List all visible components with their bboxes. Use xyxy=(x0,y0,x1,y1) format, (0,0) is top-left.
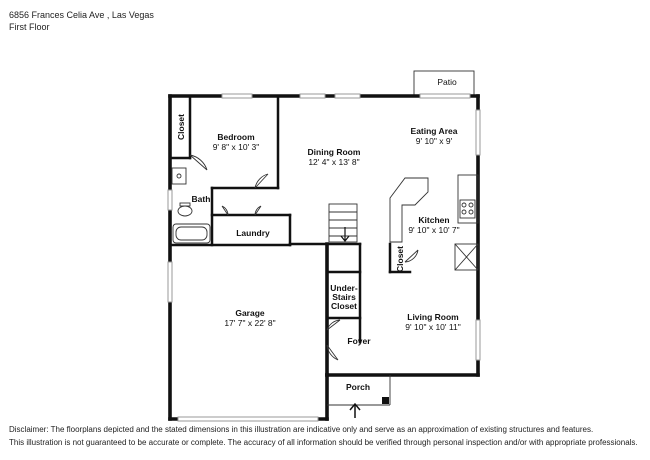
room-foyer-name: Foyer xyxy=(347,336,371,346)
room-living-name: Living Room xyxy=(407,312,459,322)
disclaimer-line-1: Disclaimer: The floorplans depicted and … xyxy=(9,425,594,434)
room-understairs-line2: Stairs xyxy=(332,292,356,302)
room-living-dims: 9' 10" x 10' 11" xyxy=(405,322,460,332)
kitchen-counters xyxy=(389,174,479,271)
room-bath-name: Bath xyxy=(192,194,211,204)
room-patio-name: Patio xyxy=(437,77,457,87)
room-garage-dims: 17' 7" x 22' 8" xyxy=(224,318,275,328)
floor-label: First Floor xyxy=(9,22,50,32)
room-dining-name: Dining Room xyxy=(308,147,361,157)
room-porch-name: Porch xyxy=(346,382,370,392)
room-bedroom-dims: 9' 8" x 10' 3" xyxy=(213,142,260,152)
interior-walls xyxy=(168,94,412,344)
room-closet-kitchen-name: Closet xyxy=(395,246,405,272)
bath-fixtures xyxy=(171,167,211,244)
windows xyxy=(167,93,481,422)
disclaimer-line-2: This illustration is not guaranteed to b… xyxy=(9,438,638,447)
room-bedroom-name: Bedroom xyxy=(217,132,255,142)
room-eating-name: Eating Area xyxy=(411,126,458,136)
room-kitchen-name: Kitchen xyxy=(418,215,449,225)
room-closet-top-name: Closet xyxy=(176,114,186,140)
stairs xyxy=(328,203,358,243)
doors xyxy=(189,154,419,361)
room-dining-dims: 12' 4" x 13' 8" xyxy=(308,157,359,167)
room-eating-dims: 9' 10" x 9' xyxy=(416,136,453,146)
porch-area xyxy=(327,375,391,418)
room-garage-name: Garage xyxy=(235,308,265,318)
room-understairs-line1: Under- xyxy=(330,283,358,293)
property-address: 6856 Frances Celia Ave , Las Vegas xyxy=(9,10,154,20)
room-understairs-line3: Closet xyxy=(331,301,357,311)
room-laundry-name: Laundry xyxy=(236,228,270,238)
room-kitchen-dims: 9' 10" x 10' 7" xyxy=(408,225,459,235)
